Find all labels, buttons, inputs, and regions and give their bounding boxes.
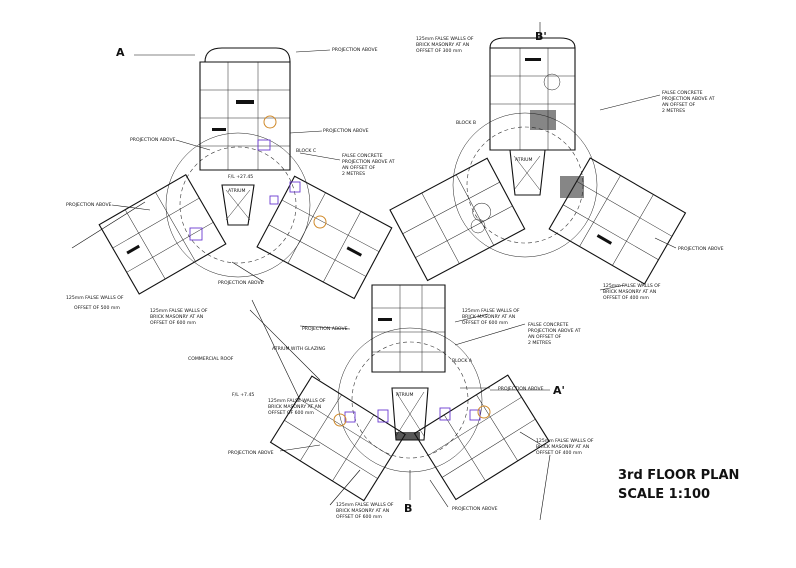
false-walls-note-600-line2: BRICK MASONRY AT AN [336, 508, 389, 514]
false-walls-note-600: 125mm FALSE WALLS OF [268, 398, 326, 404]
section-marker-b-prime: B' [535, 30, 547, 43]
false-concrete-note-line3: AN OFFSET OF [662, 102, 696, 108]
false-walls-note-600-line2: BRICK MASONRY AT AN [150, 314, 203, 320]
atrium-label: ATRIUM [515, 157, 533, 163]
false-walls-note-600-line3: OFFSET OF 600 mm [150, 320, 196, 326]
block-c-label: BLOCK C [296, 148, 316, 154]
false-walls-note-400-line3: OFFSET OF 400 mm [603, 295, 649, 301]
false-concrete-note-line3: AN OFFSET OF [528, 334, 562, 340]
false-walls-note-400: 125mm FALSE WALLS OF [603, 283, 661, 289]
floor-level-label: F/L +7.45 [232, 392, 254, 398]
false-walls-note-400: 125mm FALSE WALLS OF [536, 438, 594, 444]
section-marker-a-prime: A' [553, 384, 565, 397]
section-marker-a: A [116, 46, 125, 59]
false-walls-note-600-line2: BRICK MASONRY AT AN [268, 404, 321, 410]
projection-above-label: PROJECTION ABOVE [323, 128, 369, 134]
atrium-label: ATRIUM [228, 188, 246, 194]
leader-lines [71, 49, 677, 521]
projection-above-label: PROJECTION ABOVE [332, 47, 378, 53]
false-concrete-note: FALSE CONCRETE [528, 322, 569, 328]
false-concrete-note-line4: 2 METRES [528, 340, 551, 346]
block-a-plan [269, 284, 550, 502]
false-concrete-note: FALSE CONCRETE [342, 153, 383, 159]
floor-level-label: F/L +27.45 [228, 174, 253, 180]
false-concrete-note-line2: PROJECTION ABOVE AT [662, 96, 715, 102]
false-concrete-note-line2: PROJECTION ABOVE AT [342, 159, 395, 165]
false-concrete-note-line3: AN OFFSET OF [342, 165, 376, 171]
false-walls-note-500-line2: OFFSET OF 500 mm [74, 305, 120, 311]
drawing-title: 3rd FLOOR PLAN [618, 468, 739, 483]
projection-above-label: PROJECTION ABOVE [498, 386, 544, 392]
atrium-label: ATRIUM [396, 392, 414, 398]
commercial-roof-label: COMMERCIAL ROOF [188, 356, 234, 362]
section-lines [134, 22, 550, 500]
false-walls-note-400-line2: BRICK MASONRY AT AN [536, 444, 589, 450]
projection-above-label: PROJECTION ABOVE [452, 506, 498, 512]
section-marker-b: B [404, 502, 412, 515]
false-walls-note-300-line2: BRICK MASONRY AT AN [416, 42, 469, 48]
false-walls-note-400-line2: BRICK MASONRY AT AN [603, 289, 656, 295]
false-walls-note-300-line3: OFFSET OF 300 mm [416, 48, 462, 54]
false-walls-note-600: 125mm FALSE WALLS OF [150, 308, 208, 314]
atrium-glazing-label: ATRIUM WITH GLAZING [272, 346, 326, 352]
projection-above-label: PROJECTION ABOVE [678, 246, 724, 252]
block-b-label: BLOCK B [456, 120, 476, 126]
block-a-label: BLOCK A [452, 358, 473, 364]
false-walls-note-600-line3: OFFSET OF 600 mm [462, 320, 508, 326]
projection-above-label: PROJECTION ABOVE [228, 450, 274, 456]
projection-above-label: PROJECTION ABOVE [302, 326, 348, 332]
block-c-plan [98, 47, 393, 300]
false-walls-note-500: 125mm FALSE WALLS OF [66, 295, 124, 301]
block-b-plan [389, 37, 687, 285]
projection-above-label: PROJECTION ABOVE [66, 202, 112, 208]
projection-above-label: PROJECTION ABOVE [218, 280, 264, 286]
false-concrete-note-line4: 2 METRES [342, 171, 365, 177]
drawing-scale: SCALE 1:100 [618, 487, 710, 502]
false-concrete-note-line2: PROJECTION ABOVE AT [528, 328, 581, 334]
false-walls-note-600: 125mm FALSE WALLS OF [336, 502, 394, 508]
false-walls-note-600-line3: OFFSET OF 600 mm [268, 410, 314, 416]
false-walls-note-600-line2: BRICK MASONRY AT AN [462, 314, 515, 320]
false-walls-note-600: 125mm FALSE WALLS OF [462, 308, 520, 314]
false-concrete-note: FALSE CONCRETE [662, 90, 703, 96]
projection-above-label: PROJECTION ABOVE [130, 137, 176, 143]
false-concrete-note-line4: 2 METRES [662, 108, 685, 114]
false-walls-note-300: 125mm FALSE WALLS OF [416, 36, 474, 42]
false-walls-note-400-line3: OFFSET OF 400 mm [536, 450, 582, 456]
false-walls-note-600-line3: OFFSET OF 600 mm [336, 514, 382, 520]
